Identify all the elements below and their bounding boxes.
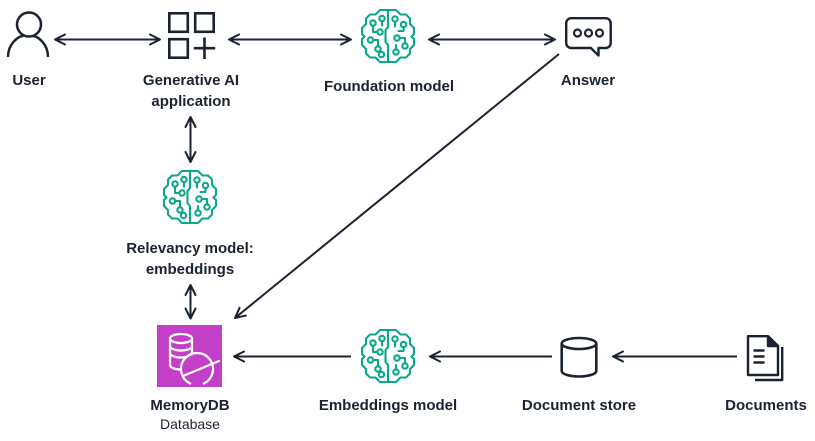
- foundation-model-label: Foundation model: [324, 78, 454, 95]
- app-squares-plus-icon: [167, 11, 216, 60]
- embeddings-model-icon: [360, 328, 416, 384]
- embeddings-model-label: Embeddings model: [318, 397, 458, 414]
- documents-icon: [746, 335, 784, 382]
- user-label: User: [12, 72, 46, 89]
- relevancy-model-label: Relevancy model: embeddings: [126, 240, 254, 278]
- documents-label: Documents: [725, 397, 807, 414]
- memorydb-database-icon: [157, 325, 222, 387]
- relevancy-model-icon: [162, 169, 218, 225]
- edges: [54, 33, 737, 363]
- user-icon: [6, 11, 50, 58]
- document-store-label: Document store: [521, 397, 637, 414]
- generative-ai-application-label: Generative AI application: [142, 72, 240, 110]
- answer-label: Answer: [560, 72, 616, 89]
- foundation-model-icon: [360, 8, 416, 64]
- database-cylinder-icon: [560, 336, 598, 378]
- memorydb-sublabel: Database: [160, 416, 220, 432]
- memorydb-label: MemoryDB: [150, 397, 230, 414]
- edge-answer-memorydb: [234, 53, 560, 319]
- chat-bubble-icon: [565, 17, 612, 57]
